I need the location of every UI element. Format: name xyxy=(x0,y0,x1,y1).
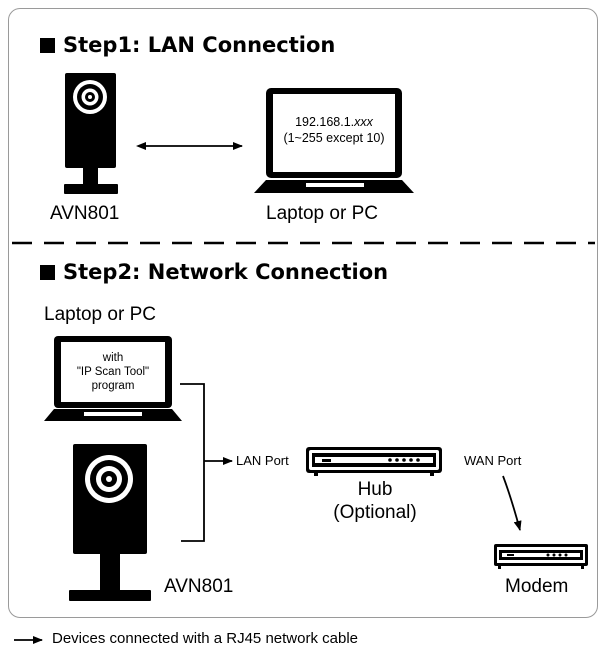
step2-heading: Step2: Network Connection xyxy=(40,260,388,284)
wan-port-arrow xyxy=(502,475,522,531)
step1-camera-icon xyxy=(64,73,118,194)
hub-icon xyxy=(306,447,442,476)
step1-screen-text: 192.168.1.xxx (1~255 except 10) xyxy=(273,114,395,146)
step1-camera-label: AVN801 xyxy=(50,203,120,224)
modem-label: Modem xyxy=(505,576,569,597)
step2-laptop-label: Laptop or PC xyxy=(44,304,156,325)
step2-screen-text: with "IP Scan Tool" program xyxy=(61,351,165,393)
hub-label-line-2: (Optional) xyxy=(333,502,417,523)
screen-line-2: "IP Scan Tool" xyxy=(76,366,150,378)
step2-camera-label: AVN801 xyxy=(164,576,234,597)
step2-bracket-line xyxy=(180,383,205,542)
modem-icon xyxy=(494,544,588,569)
step1-heading: Step1: LAN Connection xyxy=(40,33,335,57)
screen-ip-prefix: 192.168.1. xyxy=(295,115,355,129)
hub-label: Hub (Optional) xyxy=(330,478,420,524)
diagram-frame xyxy=(8,8,598,618)
step1-laptop-icon xyxy=(254,88,414,193)
screen-line-3: program xyxy=(91,380,135,392)
legend-text: Devices connected with a RJ45 network ca… xyxy=(52,630,358,647)
step2-camera-icon xyxy=(69,444,151,601)
heading-bullet-icon xyxy=(40,38,55,53)
step1-laptop-label: Laptop or PC xyxy=(266,203,378,224)
wan-port-label: WAN Port xyxy=(464,453,522,468)
screen-ip-range: (1~255 except 10) xyxy=(283,131,385,145)
step2-laptop-icon xyxy=(44,336,182,421)
hub-label-line-1: Hub xyxy=(357,479,393,500)
heading-bullet-icon xyxy=(40,265,55,280)
lan-port-label: LAN Port xyxy=(236,453,289,468)
screen-ip-suffix: xxx xyxy=(354,115,373,129)
screen-line-1: with xyxy=(102,352,124,364)
step1-heading-text: Step1: LAN Connection xyxy=(63,33,336,57)
step2-heading-text: Step2: Network Connection xyxy=(63,260,389,284)
